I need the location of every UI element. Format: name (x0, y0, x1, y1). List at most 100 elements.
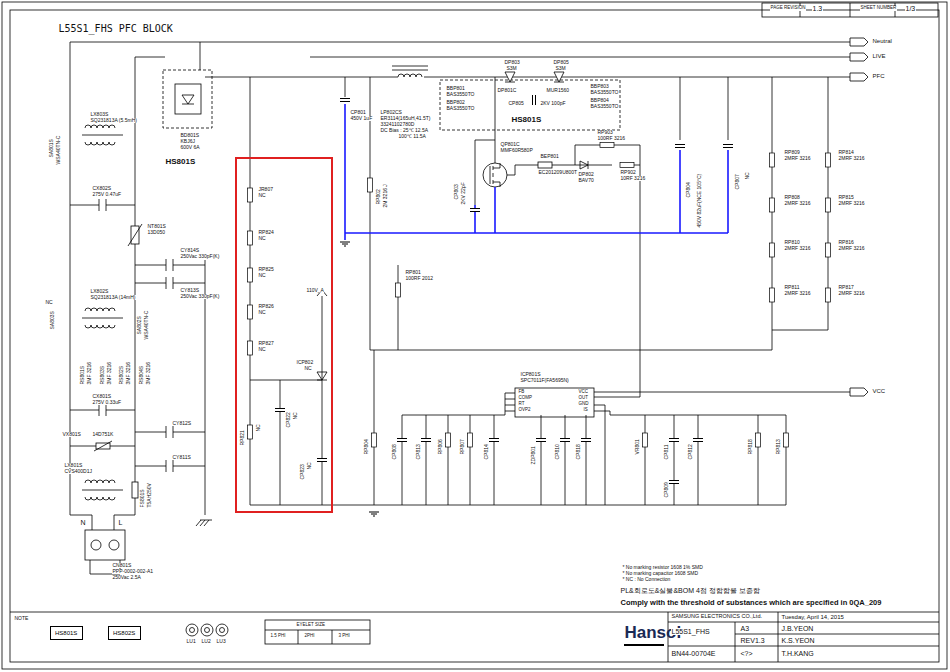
part-label: DC Bias : 25℃ 12.5A (380, 128, 429, 133)
part-label: L (118, 519, 123, 526)
part-label: RP809 (784, 150, 800, 155)
part-label: S3M (555, 66, 566, 71)
part-label: RP804 (364, 439, 369, 455)
part-label: 2MRF 3216 (784, 291, 811, 296)
part-label: 100℃ 11.5A (398, 134, 426, 139)
part-label: 2KV 100pF (540, 101, 566, 106)
part-label: 2MRF 3216 (838, 201, 865, 206)
part-label: SA802S (137, 316, 142, 335)
part-label: CY813S (180, 288, 200, 293)
part-label: ZDP801 (531, 446, 536, 465)
part-label: OUT (578, 396, 589, 401)
part-label: GND (578, 402, 589, 407)
part-label: RP807 (460, 439, 465, 455)
part-label: RP902 (620, 170, 636, 175)
part-label: CVS400D1J (64, 469, 93, 474)
part-label: Comply with the threshold of substances … (620, 599, 882, 607)
part-label: CP823 (300, 464, 305, 480)
part-label: J.B.YEON (781, 625, 814, 632)
part-label: LP802CS (380, 110, 402, 115)
part-label: MUR1560 (546, 88, 570, 93)
part-label: NC (304, 366, 312, 371)
part-label: BN44-00704E (671, 650, 716, 657)
part-label: ER3114(165uH,41.5T) (380, 116, 431, 121)
part-label: NOTE (14, 616, 29, 621)
part-label: QP801C (500, 142, 520, 147)
part-label: FB (518, 390, 525, 395)
part-label: MMF60R580P (500, 148, 533, 153)
part-label: WSA40TN-C (56, 135, 61, 165)
part-label: L55S1_FHS (671, 628, 710, 635)
part-label: CY814S (180, 248, 200, 253)
part-label: 600V 6A (180, 145, 200, 150)
part-label: 3MF 3216 (107, 361, 112, 385)
part-label: HS801S (511, 116, 542, 124)
part-label: 33241102780D (380, 122, 415, 127)
part-label: LU1 (186, 639, 196, 644)
part-label: 3MF 3216 (126, 361, 131, 385)
part-label: 3 PHI (338, 634, 350, 639)
part-label: RP808 (784, 195, 800, 200)
part-label: Tuesday, April 14, 2015 (781, 614, 844, 620)
part-label: RP801 (405, 270, 421, 275)
part-label: SQ231813A (14mH) (90, 295, 136, 300)
part-label: RT (518, 402, 525, 407)
part-label: CP810 (555, 444, 560, 460)
part-label: 250Vac 330pF(K) (180, 254, 220, 259)
part-label: RP813 (776, 439, 781, 455)
part-label: 1.3 (812, 5, 823, 12)
part-label: * No marking capacitor 1608 SMD (622, 571, 699, 576)
part-label: 2M 3216 J (383, 184, 388, 208)
part-label: RP827 (258, 341, 274, 346)
part-label: NC (293, 412, 298, 420)
part-label: RP826 (258, 304, 274, 309)
part-label: 100RF 3216 (597, 136, 626, 141)
part-label: SHEET NUMBER (860, 6, 897, 11)
part-label: 2MRF 3216 (838, 156, 865, 161)
part-label: DP803 (504, 60, 520, 65)
diagram-title: L55S1_FHS PFC BLOCK (58, 24, 173, 34)
part-label: NC (745, 172, 750, 180)
part-label: CX801S (92, 394, 112, 399)
part-label: DP805 (553, 60, 569, 65)
part-label: PFC (872, 73, 885, 79)
part-label: T5AH250V (147, 483, 152, 508)
part-label: 250Vac 2.5A (112, 575, 141, 580)
part-label: SA801S (49, 139, 54, 158)
part-label: SPC7011F(FA5695N) (520, 378, 569, 383)
part-label: S3M (506, 66, 517, 71)
part-label: CP803 (454, 184, 459, 200)
part-label: NC (258, 193, 266, 198)
part-label: CP809 (664, 482, 669, 498)
part-label: 275V 0.47uF (92, 192, 122, 197)
part-label: 2MRF 3216 (784, 201, 811, 206)
part-label: CP812 (688, 444, 693, 460)
part-label: RP824 (258, 230, 274, 235)
part-label: 1/3 (905, 5, 916, 12)
part-label: BAV70 (578, 178, 594, 183)
part-label: NC (258, 310, 266, 315)
part-label: NC (258, 347, 266, 352)
part-label: Neutral (872, 38, 892, 44)
part-label: IS (583, 408, 588, 413)
part-label: FS801S (140, 489, 145, 508)
part-label: RP806 (438, 439, 443, 455)
part-label: LU3 (216, 639, 226, 644)
part-label: 2MRF 3216 (838, 246, 865, 251)
part-label: JR807 (258, 187, 273, 192)
heatsink-box: HS801S (50, 626, 83, 640)
part-label: VX801S (62, 432, 81, 437)
part-label: WSA40TN-C (144, 310, 149, 340)
part-label: RS804S (139, 365, 144, 385)
part-label: CP804 (686, 182, 691, 198)
part-label: 250Vac 330pF(K) (180, 294, 220, 299)
part-label: CY812S (172, 421, 192, 426)
part-label: CP808 (392, 444, 397, 460)
part-label: BAS3550TO (446, 106, 475, 111)
part-label: HS801S (165, 158, 196, 166)
part-label: 13D050 (147, 230, 166, 235)
part-label: DP802 (578, 172, 594, 177)
part-label: REV1.3 (740, 637, 765, 644)
part-label: 2MRF 3216 (838, 291, 865, 296)
part-label: 1.5 PHI (270, 634, 286, 639)
